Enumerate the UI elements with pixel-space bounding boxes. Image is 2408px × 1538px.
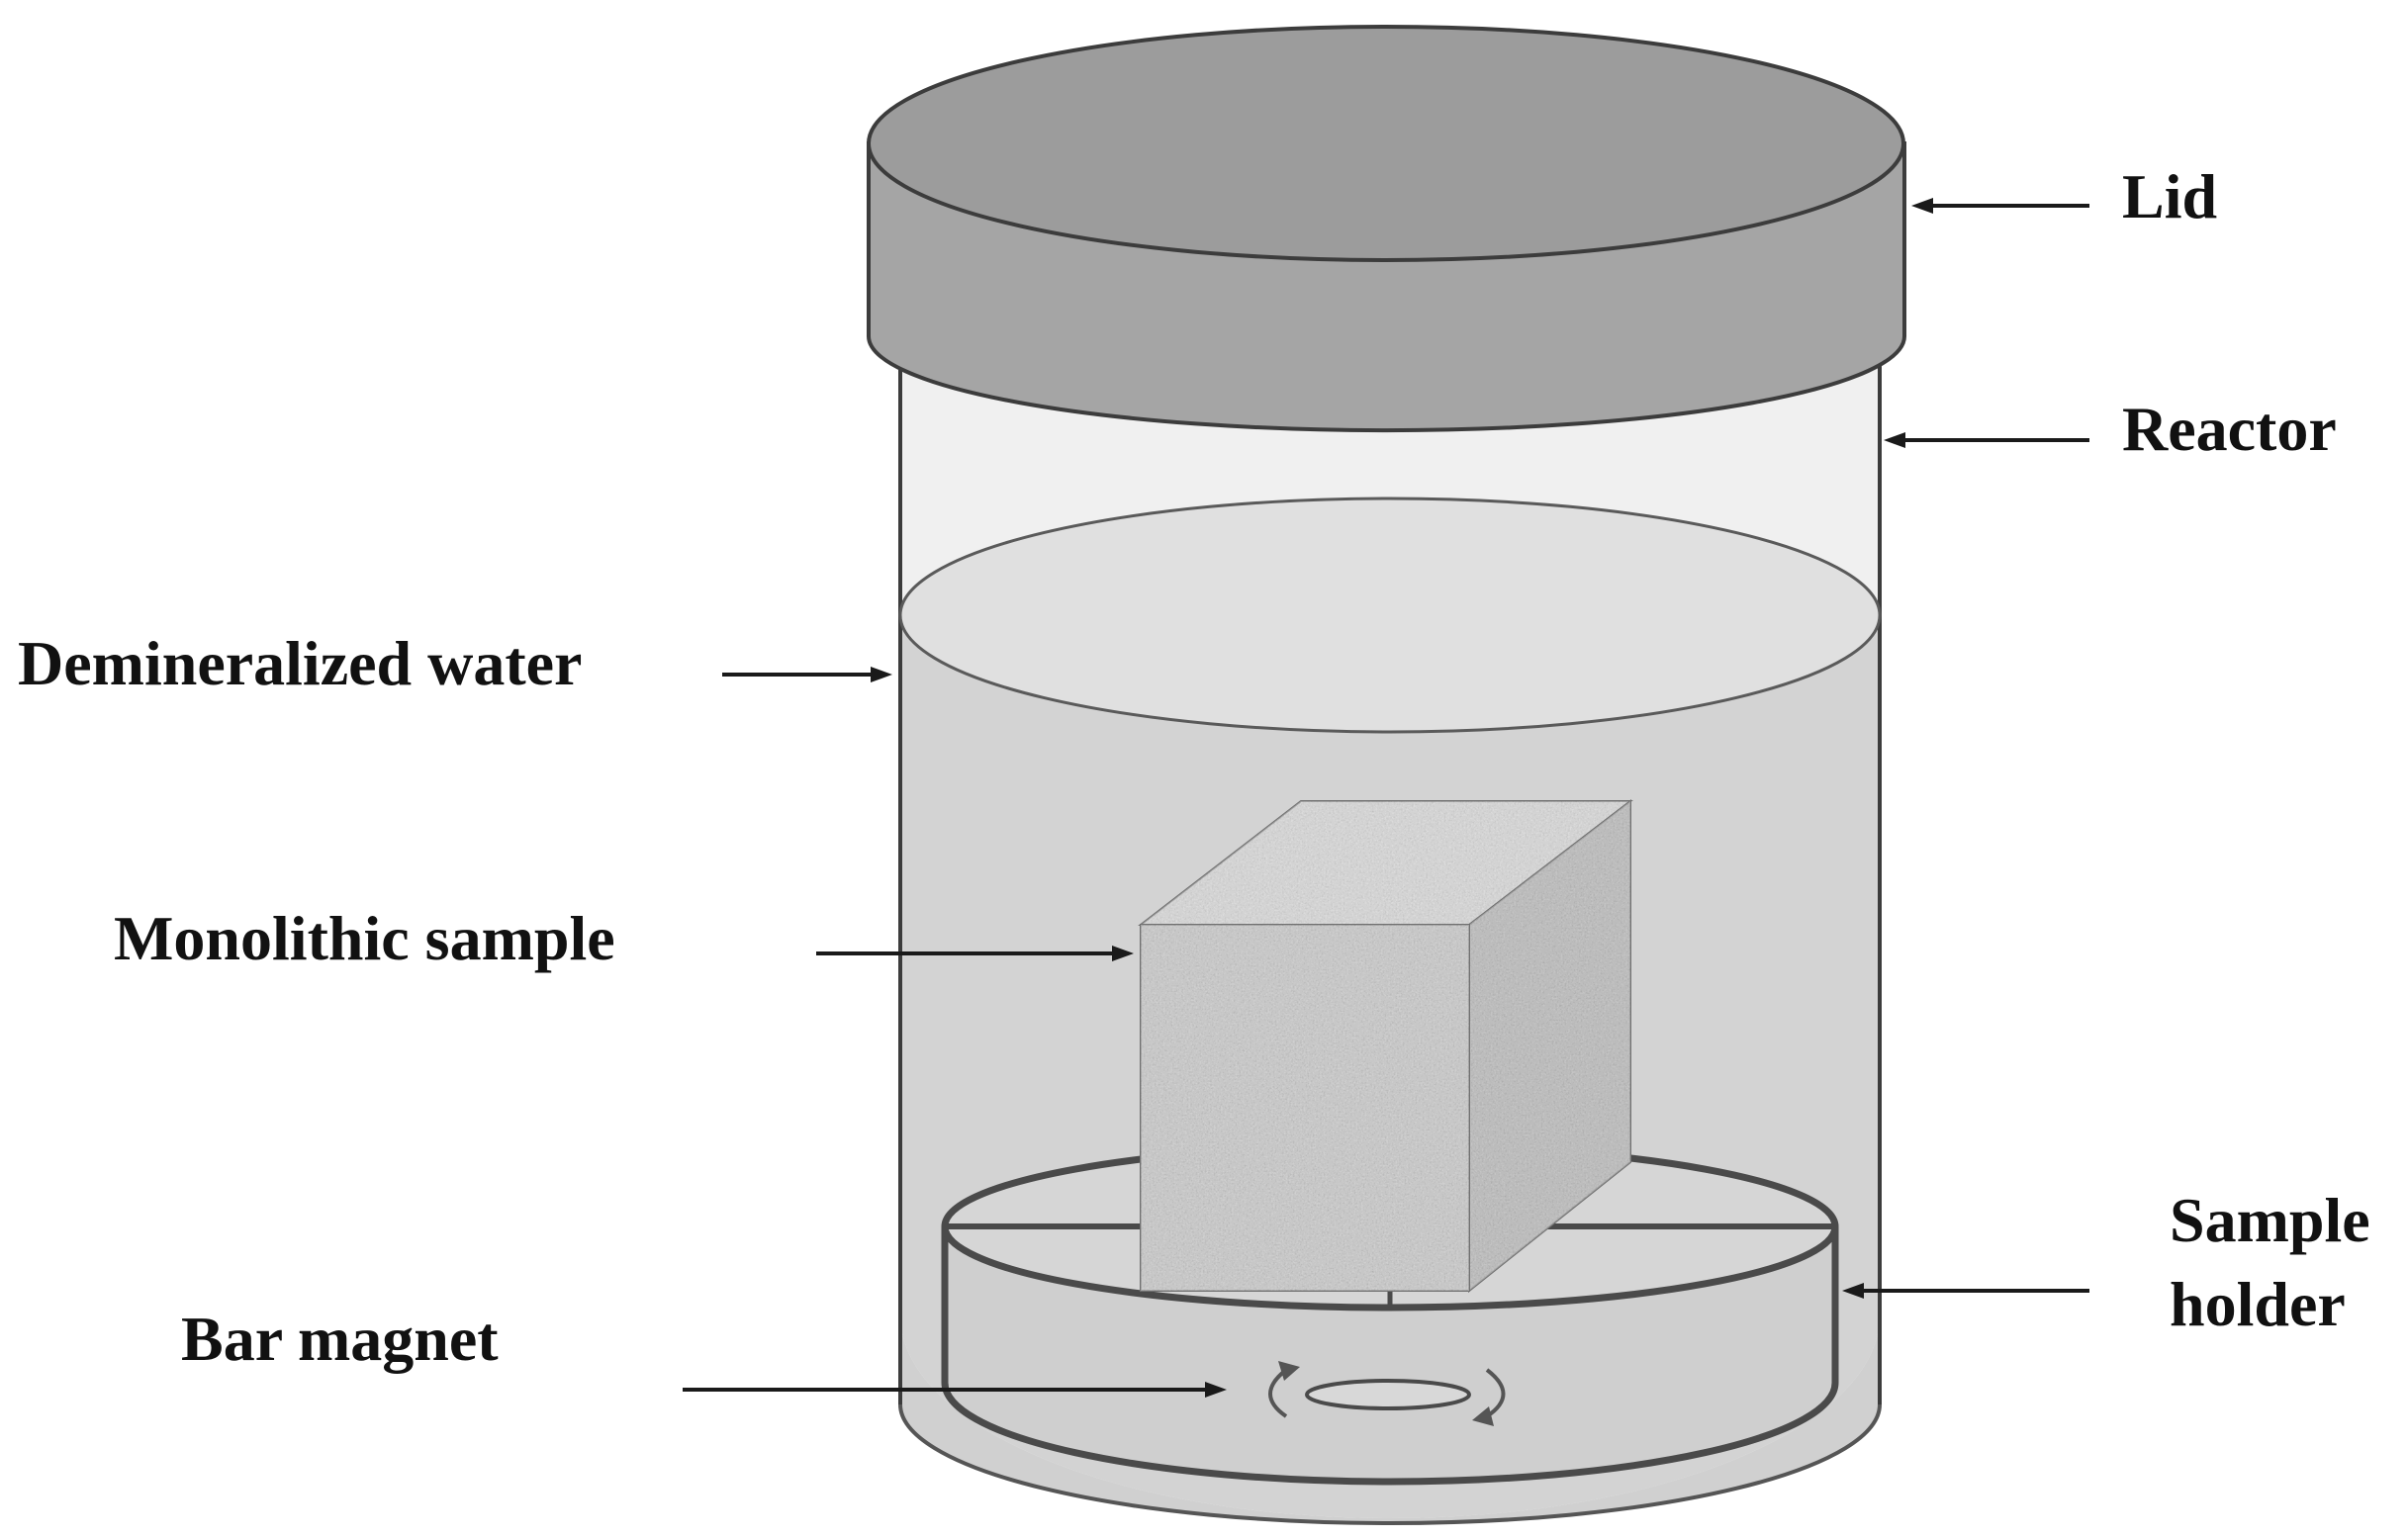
monolithic-sample bbox=[1138, 798, 1633, 1294]
arrow-magnet bbox=[683, 1382, 1227, 1398]
water-surface bbox=[898, 497, 1882, 734]
label-lid: Lid bbox=[2122, 161, 2217, 231]
label-holder-line2: holder bbox=[2170, 1269, 2346, 1339]
lid bbox=[867, 25, 1906, 433]
label-reactor: Reactor bbox=[2122, 394, 2337, 464]
bar-magnet bbox=[1268, 1361, 1506, 1426]
lid-top bbox=[867, 25, 1905, 262]
arrow-lid bbox=[1911, 198, 2089, 214]
label-water: Demineralized water bbox=[18, 628, 582, 698]
arrow-sample bbox=[816, 946, 1134, 961]
magnet-bar bbox=[1305, 1379, 1471, 1410]
arrow-reactor bbox=[1884, 432, 2089, 448]
label-sample: Monolithic sample bbox=[114, 903, 615, 973]
label-magnet: Bar magnet bbox=[181, 1304, 499, 1374]
label-holder-line1: Sample bbox=[2170, 1185, 2370, 1255]
arrow-water bbox=[722, 667, 892, 682]
arrow-holder bbox=[1842, 1283, 2089, 1299]
rotation-arrow-left-icon bbox=[1268, 1368, 1288, 1418]
reactor-base-outline bbox=[898, 1403, 1882, 1525]
rotation-arrow-right-icon bbox=[1485, 1368, 1506, 1418]
